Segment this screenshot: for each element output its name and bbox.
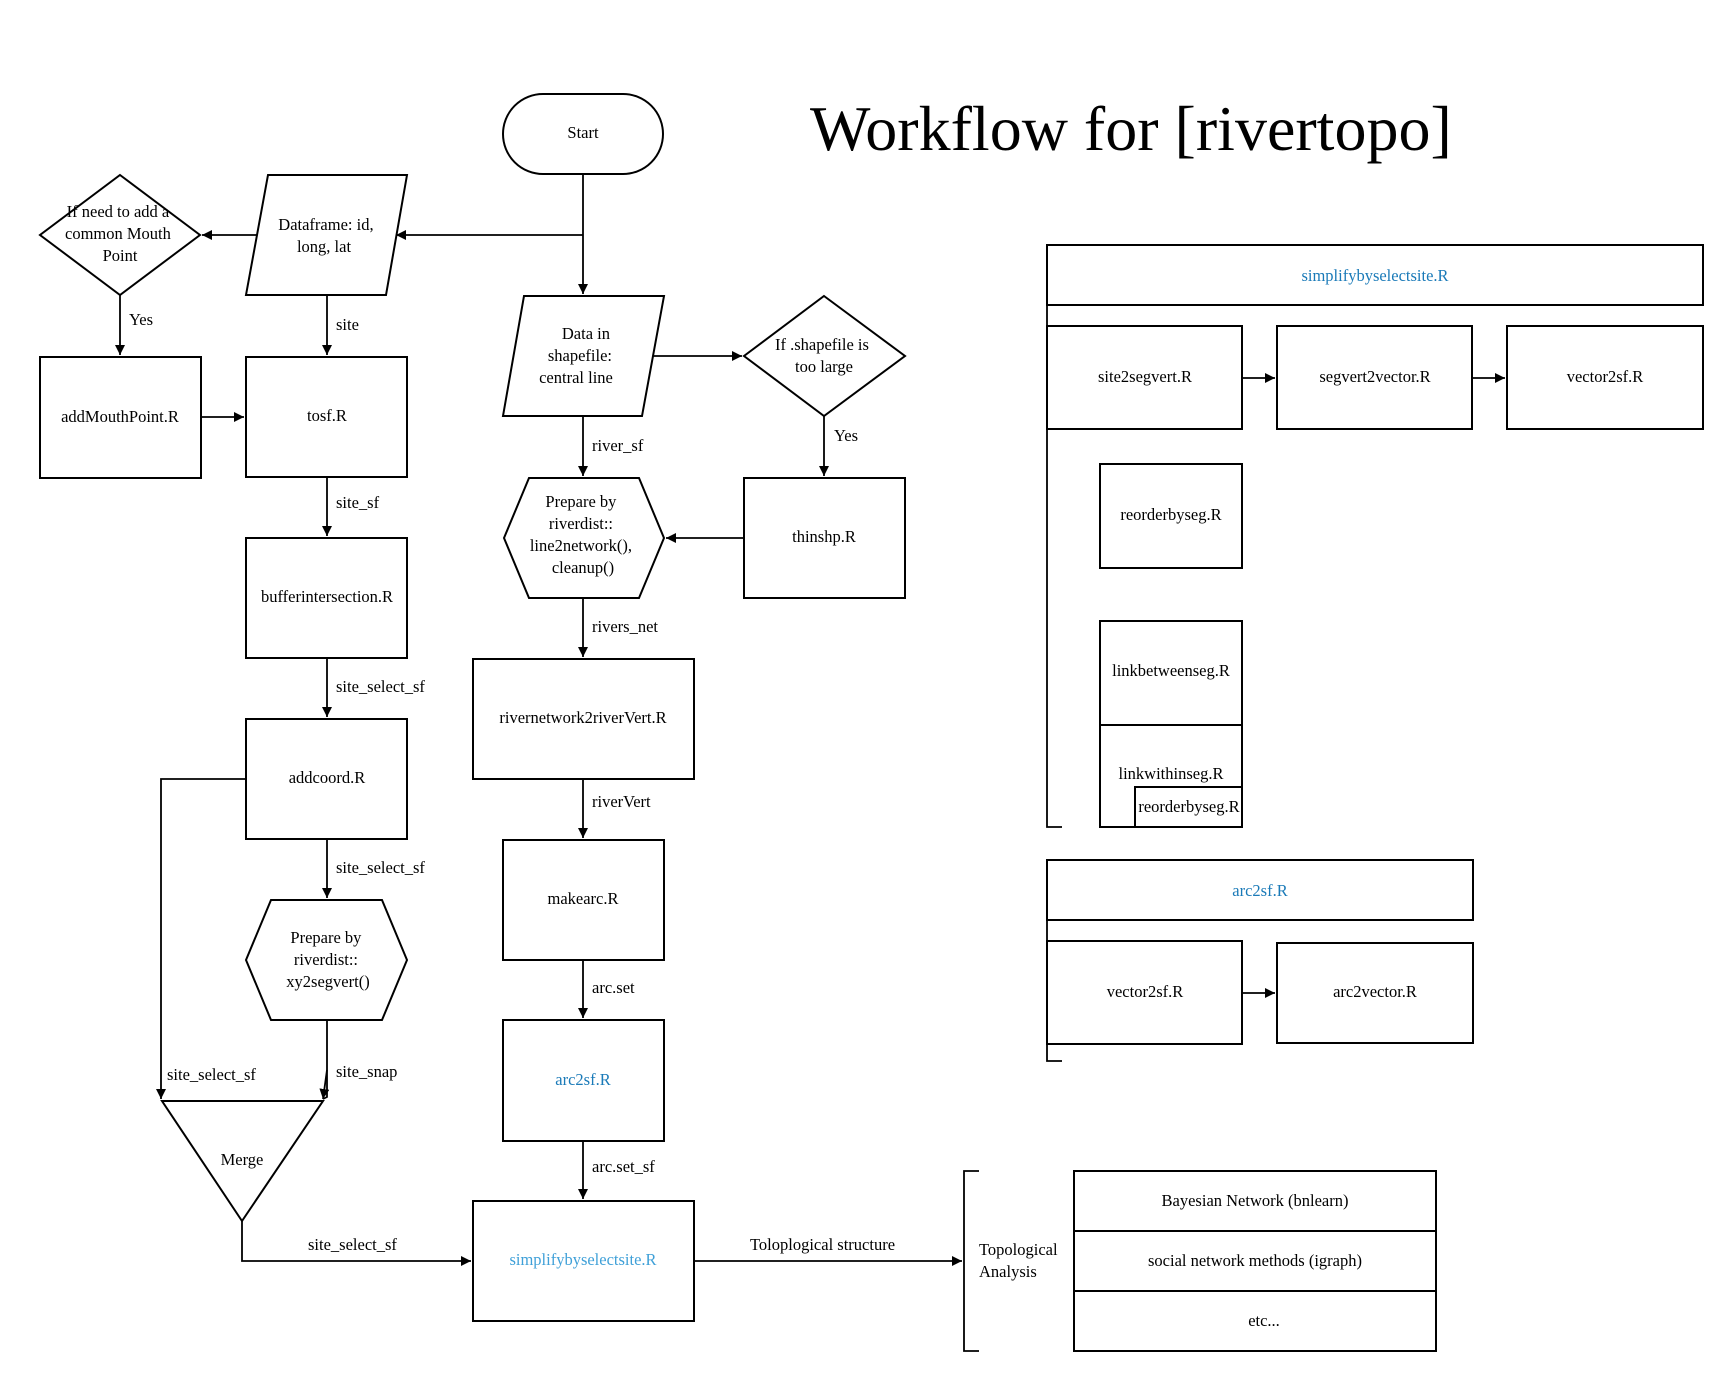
rivernetwork2riververt-label: rivernetwork2riverVert.R — [499, 708, 666, 727]
edge-label-site: site — [336, 315, 359, 334]
segvert2vector-node — [1276, 325, 1473, 430]
simplify-panel-header — [1046, 244, 1704, 306]
thinshp-node — [743, 477, 906, 599]
reorderbyseg-node — [1099, 463, 1243, 569]
tosf-label: tosf.R — [307, 406, 347, 425]
shapefile-data-node — [501, 295, 666, 417]
edge-label-site-snap: site_snap — [336, 1062, 397, 1081]
shapefile-size-decision — [742, 294, 907, 418]
edge-prepare-snap-to-merge — [319, 1069, 330, 1100]
addcoord-label: addcoord.R — [289, 768, 366, 787]
edge-label-arc-set-sf: arc.set_sf — [592, 1157, 655, 1176]
site2segvert-label: site2segvert.R — [1098, 367, 1192, 386]
arc2vector-node — [1276, 942, 1474, 1044]
arc2vector-label: arc2vector.R — [1333, 982, 1417, 1001]
segvert2vector-label: segvert2vector.R — [1319, 367, 1430, 386]
makearc-node — [502, 839, 665, 961]
dataframe-label: Dataframe: id, long, lat — [278, 215, 377, 256]
edge-label-site-select-sf-left: site_select_sf — [167, 1065, 256, 1084]
linkbetweenseg-label: linkbetweenseg.R — [1112, 661, 1230, 680]
analysis-method-igraph — [1073, 1230, 1437, 1292]
merge-label: Merge — [221, 1150, 264, 1169]
arc2sf-vector2sf-label: vector2sf.R — [1107, 982, 1184, 1001]
addmouthpoint-node — [39, 356, 202, 479]
edge-label-rivers-net: rivers_net — [592, 617, 658, 636]
edge-label-topological-structure: Toloplogical structure — [750, 1235, 895, 1254]
prepare-snap-node — [244, 899, 409, 1021]
arc2sf-vector2sf-node — [1046, 940, 1243, 1045]
edge-label-riververt: riverVert — [592, 792, 651, 811]
arc2sf-panel-header — [1046, 859, 1474, 921]
edge-merge-to-simplify — [241, 1221, 471, 1266]
reorderbyseg-inner-label: reorderbyseg.R — [1138, 797, 1239, 816]
start-label: Start — [567, 123, 599, 142]
edge-label-site-select-sf-merge: site_select_sf — [308, 1235, 397, 1254]
arc2sf-panel-header-label: arc2sf.R — [1232, 881, 1287, 900]
edge-label-yes-mouth: Yes — [129, 310, 153, 329]
linkwithinseg-label: linkwithinseg.R — [1119, 764, 1224, 783]
simplify-panel-bracket — [1046, 305, 1062, 828]
simplifybyselectsite-label: simplifybyselectsite.R — [509, 1250, 656, 1269]
vector2sf-label: vector2sf.R — [1567, 367, 1644, 386]
analysis-method-igraph-label: social network methods (igraph) — [1148, 1251, 1362, 1270]
edge-label-site-sf: site_sf — [336, 493, 380, 512]
topological-analysis-bracket — [963, 1170, 979, 1352]
shapefile-data-label: Data in shapefile: central line — [539, 324, 616, 387]
edge-label-yes-shapefile: Yes — [834, 426, 858, 445]
edge-label-site-select-sf-2: site_select_sf — [336, 858, 425, 877]
edge-label-river-sf: river_sf — [592, 436, 644, 455]
vector2sf-node — [1506, 325, 1704, 430]
mouth-point-decision-label: If need to add a common Mouth Point — [65, 202, 175, 265]
analysis-method-bnlearn — [1073, 1170, 1437, 1232]
topological-analysis-label: Topological Analysis — [979, 1240, 1062, 1281]
dataframe-node — [244, 174, 409, 296]
shapefile-size-decision-label: If .shapefile is too large — [775, 335, 873, 376]
simplifybyselectsite-node — [472, 1200, 695, 1322]
prepare-snap-label: Prepare by riverdist:: xy2segvert() — [286, 928, 369, 991]
arc2sf-label: arc2sf.R — [555, 1070, 610, 1089]
bufferintersection-label: bufferintersection.R — [261, 587, 393, 606]
bufferintersection-node — [245, 537, 408, 659]
rivernetwork2riververt-node — [472, 658, 695, 780]
edge-addcoord-to-merge — [156, 778, 246, 1099]
edge-label-arc-set: arc.set — [592, 978, 635, 997]
makearc-label: makearc.R — [547, 889, 618, 908]
simplify-panel-header-label: simplifybyselectsite.R — [1301, 266, 1448, 285]
prepare-network-node — [502, 477, 666, 599]
addmouthpoint-label: addMouthPoint.R — [61, 407, 179, 426]
analysis-method-etc — [1073, 1290, 1437, 1352]
thinshp-label: thinshp.R — [792, 527, 856, 546]
edge-label-site-select-sf-1: site_select_sf — [336, 677, 425, 696]
analysis-method-etc-label: etc... — [1248, 1311, 1280, 1330]
analysis-method-bnlearn-label: Bayesian Network (bnlearn) — [1162, 1191, 1349, 1210]
arc2sf-node — [502, 1019, 665, 1142]
merge-node — [160, 1100, 325, 1223]
reorderbyseg-inner-node — [1134, 786, 1243, 828]
prepare-network-label: Prepare by riverdist:: line2network(), c… — [530, 492, 636, 577]
reorderbyseg-label: reorderbyseg.R — [1120, 505, 1221, 524]
diagram-title: Workflow for [rivertopo] — [810, 93, 1452, 164]
site2segvert-node — [1046, 325, 1243, 430]
